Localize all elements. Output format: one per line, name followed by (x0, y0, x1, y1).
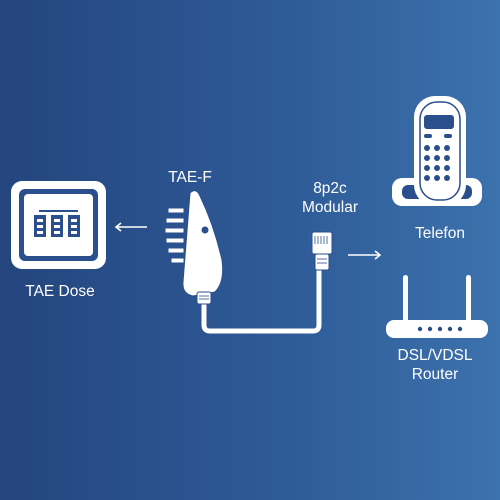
modular-plug-label-line2: Modular (302, 199, 358, 216)
modular-plug-label-line1: 8p2c (313, 180, 347, 197)
modular-plug-label: 8p2c Modular (275, 179, 385, 217)
tae-socket-icon (11, 181, 106, 269)
arrow-right-icon (348, 250, 382, 260)
arrow-left-icon (114, 222, 147, 232)
telefon-label: Telefon (415, 225, 465, 242)
router-icon (386, 275, 488, 338)
modular-plug-icon (311, 231, 333, 271)
router-label-line1: DSL/VDSL (397, 347, 473, 364)
tae-f-plug-icon (164, 190, 224, 305)
tae-dose-label: TAE Dose (25, 283, 95, 300)
cable (201, 268, 322, 334)
telephone-icon (392, 96, 482, 206)
router-label: DSL/VDSL Router (375, 346, 495, 384)
router-label-line2: Router (411, 366, 459, 383)
tae-f-label: TAE-F (168, 169, 212, 186)
